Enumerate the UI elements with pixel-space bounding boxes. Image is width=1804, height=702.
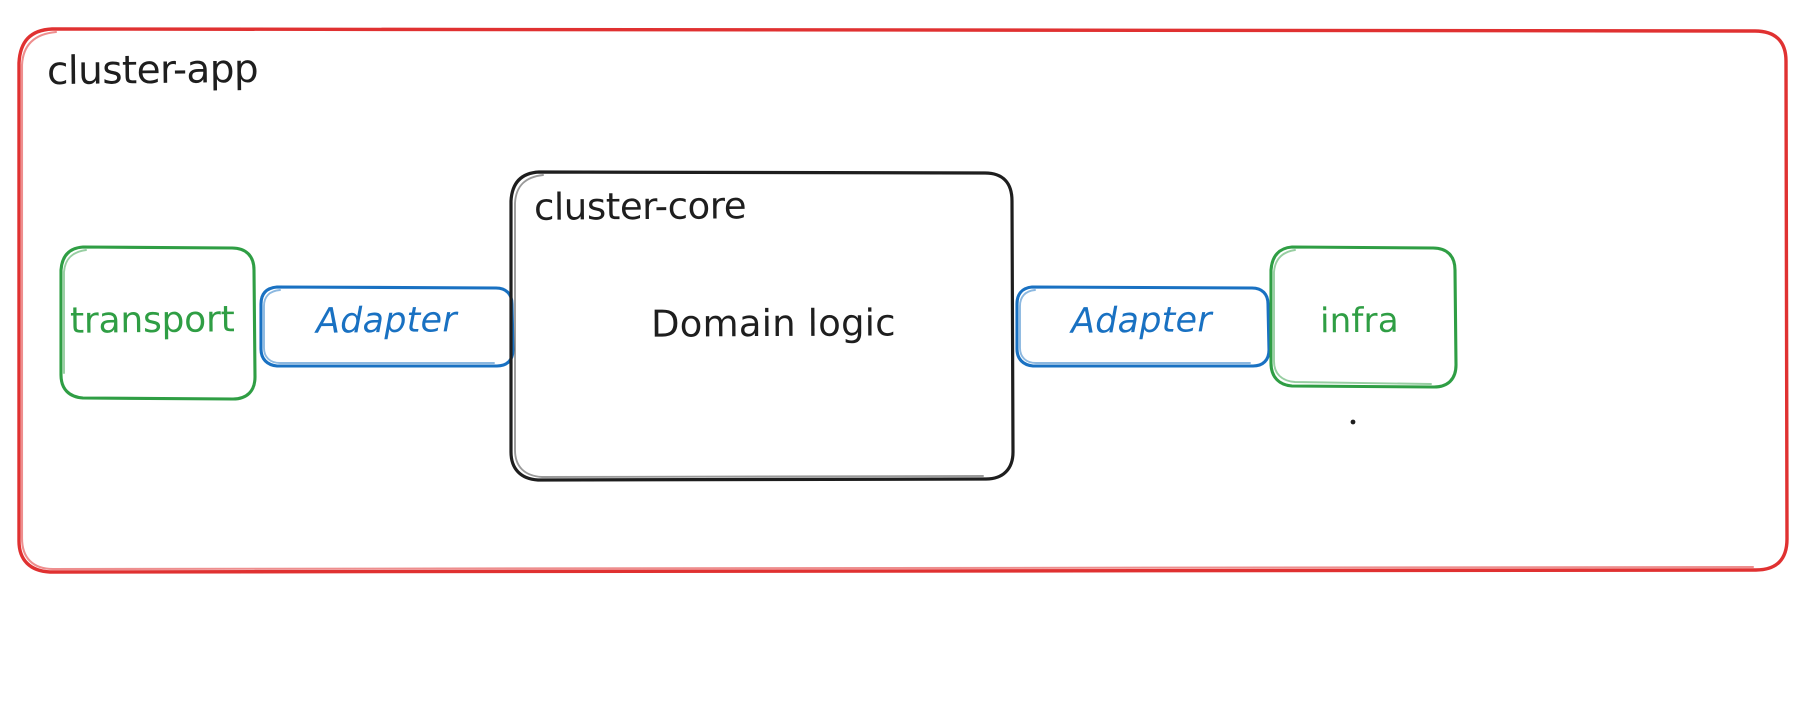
cluster-core-box-shape[interactable] bbox=[509, 170, 1015, 482]
stray-ink-dot bbox=[1350, 419, 1356, 425]
cluster-app-container-shape[interactable] bbox=[17, 27, 1789, 574]
adapter-left-box-shape[interactable] bbox=[259, 285, 515, 368]
adapter-right-box-shape[interactable] bbox=[1015, 285, 1271, 368]
transport-box-shape[interactable] bbox=[59, 245, 257, 401]
infra-box-shape[interactable] bbox=[1269, 245, 1458, 389]
